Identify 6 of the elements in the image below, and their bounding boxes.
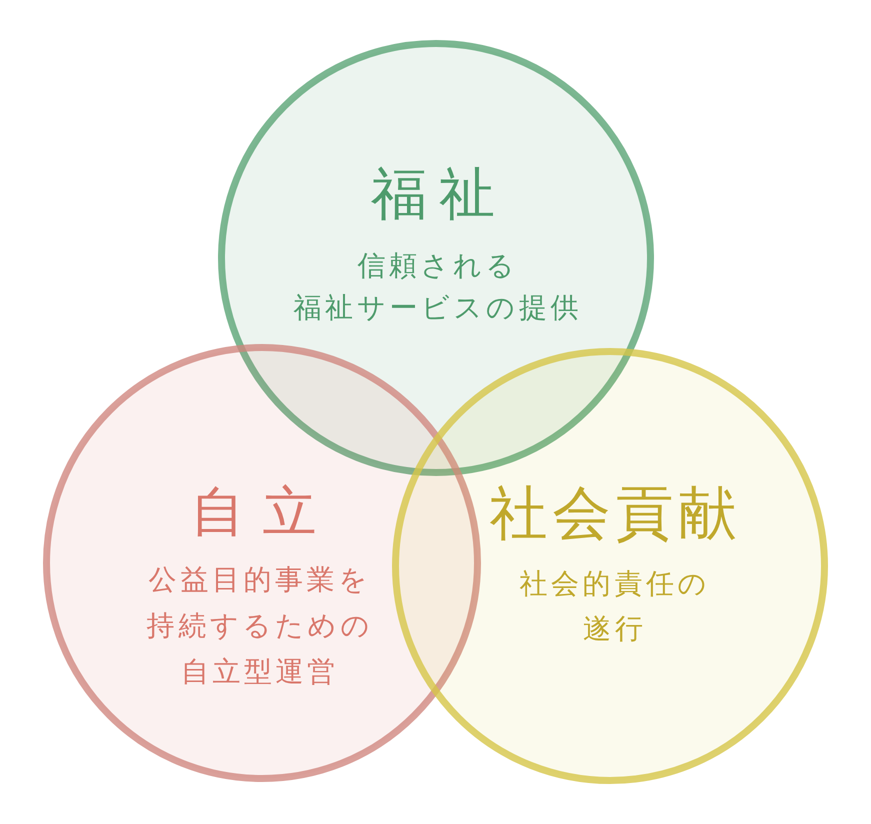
category-description: 信頼される福祉サービスの提供: [292, 248, 583, 326]
category-description: 社会的責任の遂行: [518, 566, 712, 646]
category-description: 公益目的事業を持続するための自立型運営: [146, 562, 374, 690]
category-title: 福祉: [370, 167, 507, 223]
category-title: 社会貢献: [488, 484, 742, 542]
category-title: 自立: [190, 485, 334, 539]
